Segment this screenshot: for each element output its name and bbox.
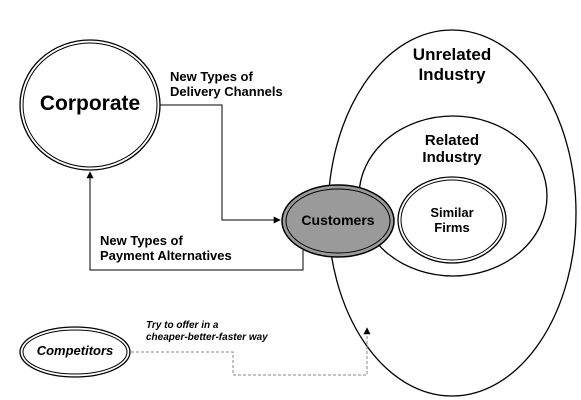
competitor-offer-line-2: cheaper-better-faster way: [146, 331, 268, 343]
unrelated-industry-line-1: Unrelated: [412, 45, 492, 64]
customers-ellipse-inner: [285, 188, 391, 254]
similar-firms-ellipse-outer: [397, 176, 507, 264]
competitors-label: Competitors: [36, 343, 114, 358]
similar-firms-label: Similar Firms: [430, 205, 474, 236]
unrelated-industry-label: Unrelated Industry: [413, 45, 491, 84]
related-industry-label: Related Industry: [422, 132, 481, 167]
delivery-channels-line-1: New Types of: [170, 69, 253, 84]
competitor-offer-line-1: Try to offer in a: [146, 320, 219, 331]
customers-label: Customers: [301, 212, 375, 228]
corporate-label: Corporate: [39, 92, 141, 115]
payment-alternatives-label: New Types of Payment Alternatives: [100, 233, 232, 264]
similar-firms-line-1: Similar: [430, 205, 474, 220]
competitors-ellipse-outer: [19, 326, 131, 378]
payment-alternatives-arrow: [86, 171, 304, 271]
delivery-channels-label: New Types of Delivery Channels: [170, 69, 283, 100]
related-industry-line-1: Related: [424, 132, 480, 149]
unrelated-industry-line-2: Industry: [418, 64, 486, 84]
delivery-channels-arrow: [160, 104, 281, 224]
competitor-offer-arrow: [131, 327, 371, 376]
similar-firms-ellipse-inner: [400, 179, 504, 261]
payment-alternatives-line-1: New Types of: [100, 233, 183, 248]
similar-firms-line-2: Firms: [434, 219, 470, 235]
delivery-channels-line-2: Delivery Channels: [170, 83, 283, 99]
competitor-offer-label: Try to offer in a cheaper-better-faster …: [146, 320, 268, 343]
payment-alternatives-line-2: Payment Alternatives: [100, 247, 232, 263]
corporate-circle-inner: [22, 42, 158, 168]
customers-ellipse: [281, 184, 395, 258]
competitors-ellipse-inner: [22, 329, 128, 375]
related-industry-line-2: Industry: [422, 149, 482, 167]
